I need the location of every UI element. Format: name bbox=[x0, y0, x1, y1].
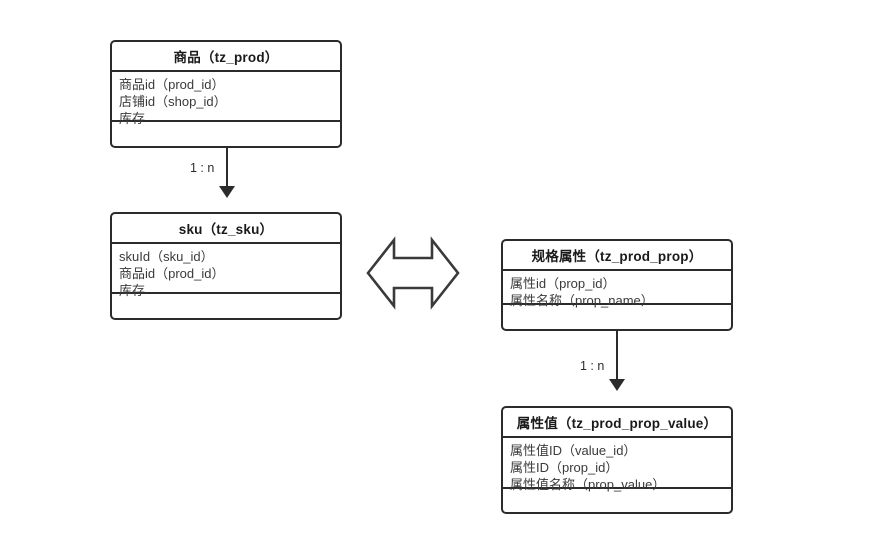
entity-fields-prod-prop: 属性id（prop_id） 属性名称（prop_name） bbox=[503, 271, 731, 308]
entity-box-prod-prop[interactable]: 规格属性（tz_prod_prop） 属性id（prop_id） 属性名称（pr… bbox=[501, 239, 733, 331]
field-row: 商品id（prod_id） bbox=[119, 77, 225, 92]
double-headed-arrow-icon bbox=[366, 236, 460, 310]
field-row: 属性id（prop_id） bbox=[510, 276, 616, 291]
entity-box-sku[interactable]: sku（tz_sku） skuId（sku_id） 商品id（prod_id） … bbox=[110, 212, 342, 320]
arrowhead-icon bbox=[609, 379, 625, 391]
entity-footer-prod bbox=[112, 122, 340, 146]
arrowhead-icon bbox=[219, 186, 235, 198]
field-row: 属性值名称（prop_value） bbox=[510, 477, 666, 492]
entity-fields-prod-prop-value: 属性值ID（value_id） 属性ID（prop_id） 属性值名称（prop… bbox=[503, 438, 731, 492]
field-row: skuId（sku_id） bbox=[119, 249, 214, 264]
connector-label: 1 : n bbox=[580, 359, 605, 373]
connector-prod-to-sku: 1 : n bbox=[111, 148, 235, 212]
entity-fields-sku: skuId（sku_id） 商品id（prod_id） 库存 bbox=[112, 244, 340, 298]
entity-footer-prod-prop bbox=[503, 305, 731, 329]
field-row: 属性ID（prop_id） bbox=[510, 460, 619, 475]
entity-footer-sku bbox=[112, 294, 340, 318]
field-row: 属性名称（prop_name） bbox=[510, 293, 654, 308]
entity-fields-prod: 商品id（prod_id） 店铺id（shop_id） 库存 bbox=[112, 72, 340, 126]
entity-footer-prod-prop-value bbox=[503, 489, 731, 512]
field-row: 店铺id（shop_id） bbox=[119, 94, 227, 109]
field-row: 库存 bbox=[119, 283, 146, 298]
connector-label: 1 : n bbox=[190, 161, 215, 175]
entity-title-sku: sku（tz_sku） bbox=[112, 214, 340, 244]
field-row: 属性值ID（value_id） bbox=[510, 443, 637, 458]
entity-title-prod-prop: 规格属性（tz_prod_prop） bbox=[503, 241, 731, 271]
field-row: 库存 bbox=[119, 111, 146, 126]
entity-title-prod-prop-value: 属性值（tz_prod_prop_value） bbox=[503, 408, 731, 438]
field-row: 商品id（prod_id） bbox=[119, 266, 225, 281]
connector-line bbox=[616, 331, 618, 381]
connector-line bbox=[226, 148, 228, 188]
entity-box-prod-prop-value[interactable]: 属性值（tz_prod_prop_value） 属性值ID（value_id） … bbox=[501, 406, 733, 514]
connector-prop-to-prop-value: 1 : n bbox=[501, 331, 641, 406]
entity-box-prod[interactable]: 商品（tz_prod） 商品id（prod_id） 店铺id（shop_id） … bbox=[110, 40, 342, 148]
entity-title-prod: 商品（tz_prod） bbox=[112, 42, 340, 72]
